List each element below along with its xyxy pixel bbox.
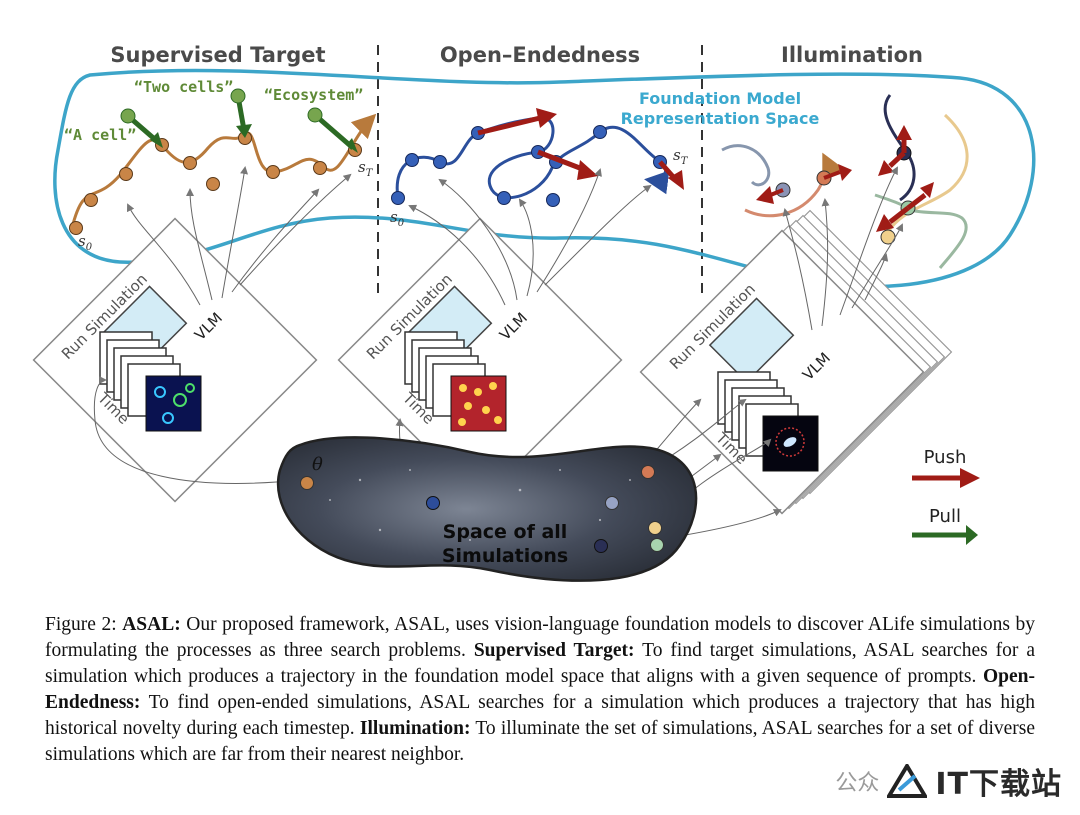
trajectory-node — [391, 191, 405, 205]
trajectory-node — [206, 177, 220, 191]
trajectory-node — [183, 156, 197, 170]
trajectory-node — [546, 193, 560, 207]
caption-illum-text: To illuminate the set of simulations, AS… — [45, 718, 1036, 765]
vlm-box — [708, 297, 795, 383]
panel-title-open-endedness: Open–Endedness — [440, 43, 640, 67]
trajectory-node — [433, 155, 447, 169]
caption-supervised-label: Supervised Target: — [473, 640, 635, 661]
caption-intro: Our proposed framework, ASAL, uses visio… — [45, 614, 1035, 661]
prompt-two-cells: “Two cells” — [134, 78, 233, 96]
triangle-logo-icon — [887, 764, 928, 798]
space-label-line1: Space of all — [443, 521, 568, 543]
caption-asal-label: ASAL: — [122, 614, 181, 635]
diversity-push-arrows — [756, 125, 934, 232]
trajectory-node — [84, 193, 98, 207]
theta-label: θ — [312, 454, 323, 475]
caption-open-label: Open-Endedness: — [45, 666, 1035, 713]
run-simulation-supervised — [32, 217, 318, 503]
panel-title-illumination: Illumination — [781, 43, 923, 67]
caption-open-text: To find open-ended simulations, ASAL sea… — [45, 692, 1035, 739]
legend-pull-label: Pull — [929, 506, 961, 527]
push-arrow-icon — [960, 468, 980, 488]
trajectory-node — [119, 167, 133, 181]
pull-arrow-icon — [966, 525, 978, 545]
caption-figure-label: Figure 2: — [45, 614, 117, 635]
prompt-pull-arrows — [120, 88, 358, 153]
asal-figure: Supervised Target Open–Endedness Illumin… — [32, 43, 1036, 582]
novelty-push-arrows — [477, 108, 684, 190]
state-sT-supervised: sT — [358, 158, 374, 179]
trajectory-node — [405, 153, 419, 167]
watermark: 公众 IT下载站 — [835, 759, 1062, 803]
frames-illumination — [717, 371, 819, 472]
state-s0-open: s0 — [390, 208, 405, 229]
run-simulation-open — [337, 217, 623, 503]
figure-caption: Figure 2: ASAL: Our proposed framework, … — [45, 612, 1035, 768]
legend-push-label: Push — [924, 447, 967, 468]
watermark-brand: IT下载站 — [935, 767, 1062, 802]
foundation-label-2: Representation Space — [621, 109, 820, 128]
foundation-label-1: Foundation Model — [639, 89, 801, 108]
space-label-line2: Simulations — [442, 545, 568, 567]
panel-title-supervised: Supervised Target — [110, 43, 325, 67]
frames-supervised — [99, 331, 202, 432]
trajectory-node — [313, 161, 327, 175]
watermark-chat-text: 公众 — [835, 771, 880, 796]
prompt-a-cell: “A cell” — [64, 126, 136, 144]
state-sT-open: sT — [673, 146, 689, 167]
parameter-points — [300, 465, 664, 553]
prompt-ecosystem: “Ecosystem” — [264, 86, 363, 104]
embedding-connectors — [93, 166, 904, 546]
caption-illum-label: Illumination: — [359, 718, 471, 739]
trajectory-node — [266, 165, 280, 179]
open-endedness-trajectory — [391, 116, 670, 207]
trajectory-node — [593, 125, 607, 139]
trajectory-node — [69, 221, 83, 235]
frames-open — [404, 331, 507, 432]
star-specks — [329, 469, 631, 541]
state-s0-supervised: s0 — [78, 232, 93, 253]
trajectory-node — [497, 191, 511, 205]
simulation-space-blob — [276, 436, 698, 582]
caption-supervised-text: To find target simulations, ASAL searche… — [45, 640, 1036, 687]
legend: Push Pull — [912, 447, 980, 545]
